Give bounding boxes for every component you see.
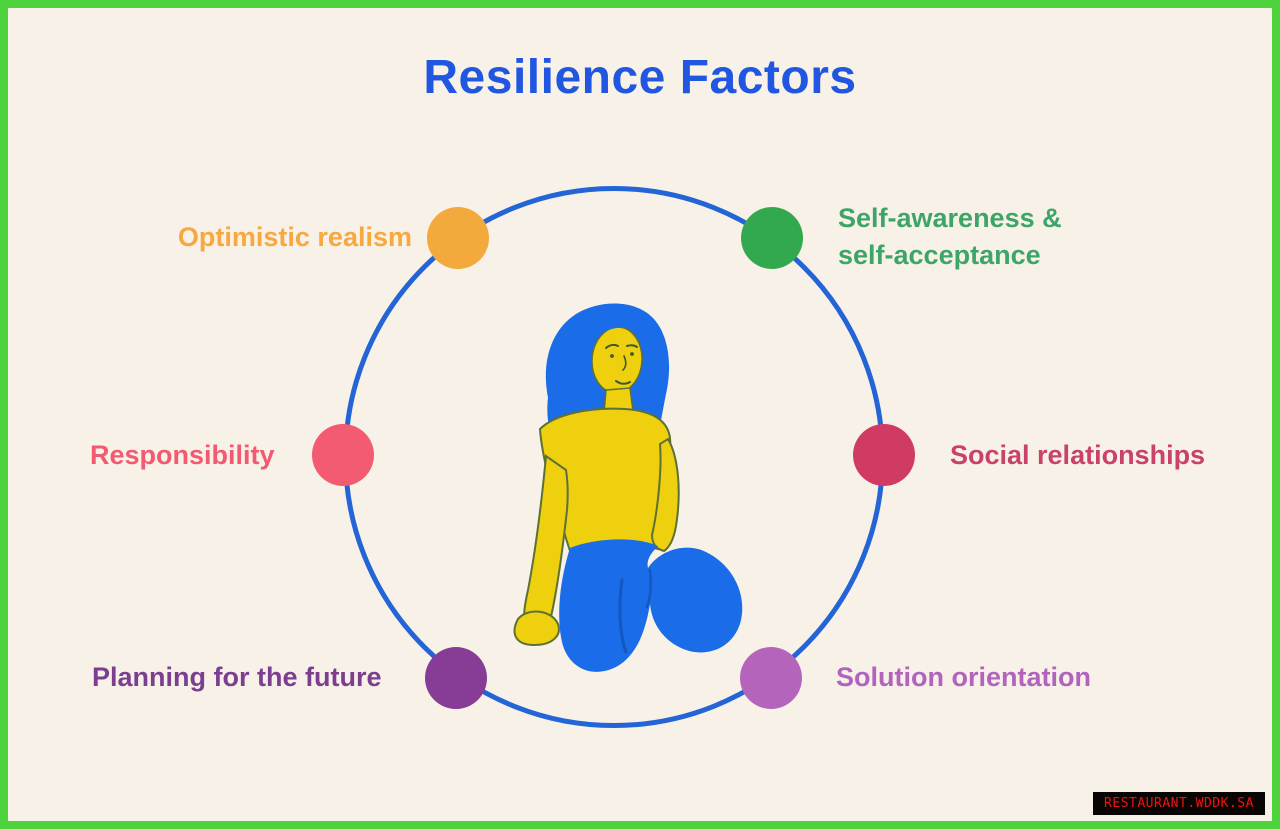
kneeling-person-illustration [500,298,750,678]
pant-crease-2 [645,568,653,609]
label-responsibility: Responsibility [90,440,275,470]
dot-self-awareness [741,207,803,269]
right-arm [650,437,680,553]
infographic-body: Resilience Factors Optimistic realism Se… [8,8,1272,821]
watermark-text: RESTAURANT.WDDK.SA [1104,796,1254,811]
dot-responsibility [312,424,374,486]
dot-social-relationships [853,424,915,486]
pants [559,539,743,672]
right-eye [630,352,634,356]
label-self-awareness: Self-awareness & self-acceptance [838,203,1062,270]
pant-crease [618,578,628,654]
face-features [605,343,638,385]
hair-fringe [589,310,654,347]
label-optimistic-realism: Optimistic realism [177,222,412,252]
hand [513,610,560,647]
label-planning-future: Planning for the future [92,662,382,692]
label-solution-orientation: Solution orientation [836,662,1091,692]
dot-optimistic-realism [427,207,489,269]
left-eye [610,354,614,358]
dot-solution-orientation [740,647,802,709]
label-social-relationships: Social relationships [950,440,1206,470]
watermark-badge: RESTAURANT.WDDK.SA [1093,792,1265,815]
page-title: Resilience Factors [423,51,857,104]
dot-planning-future [425,647,487,709]
